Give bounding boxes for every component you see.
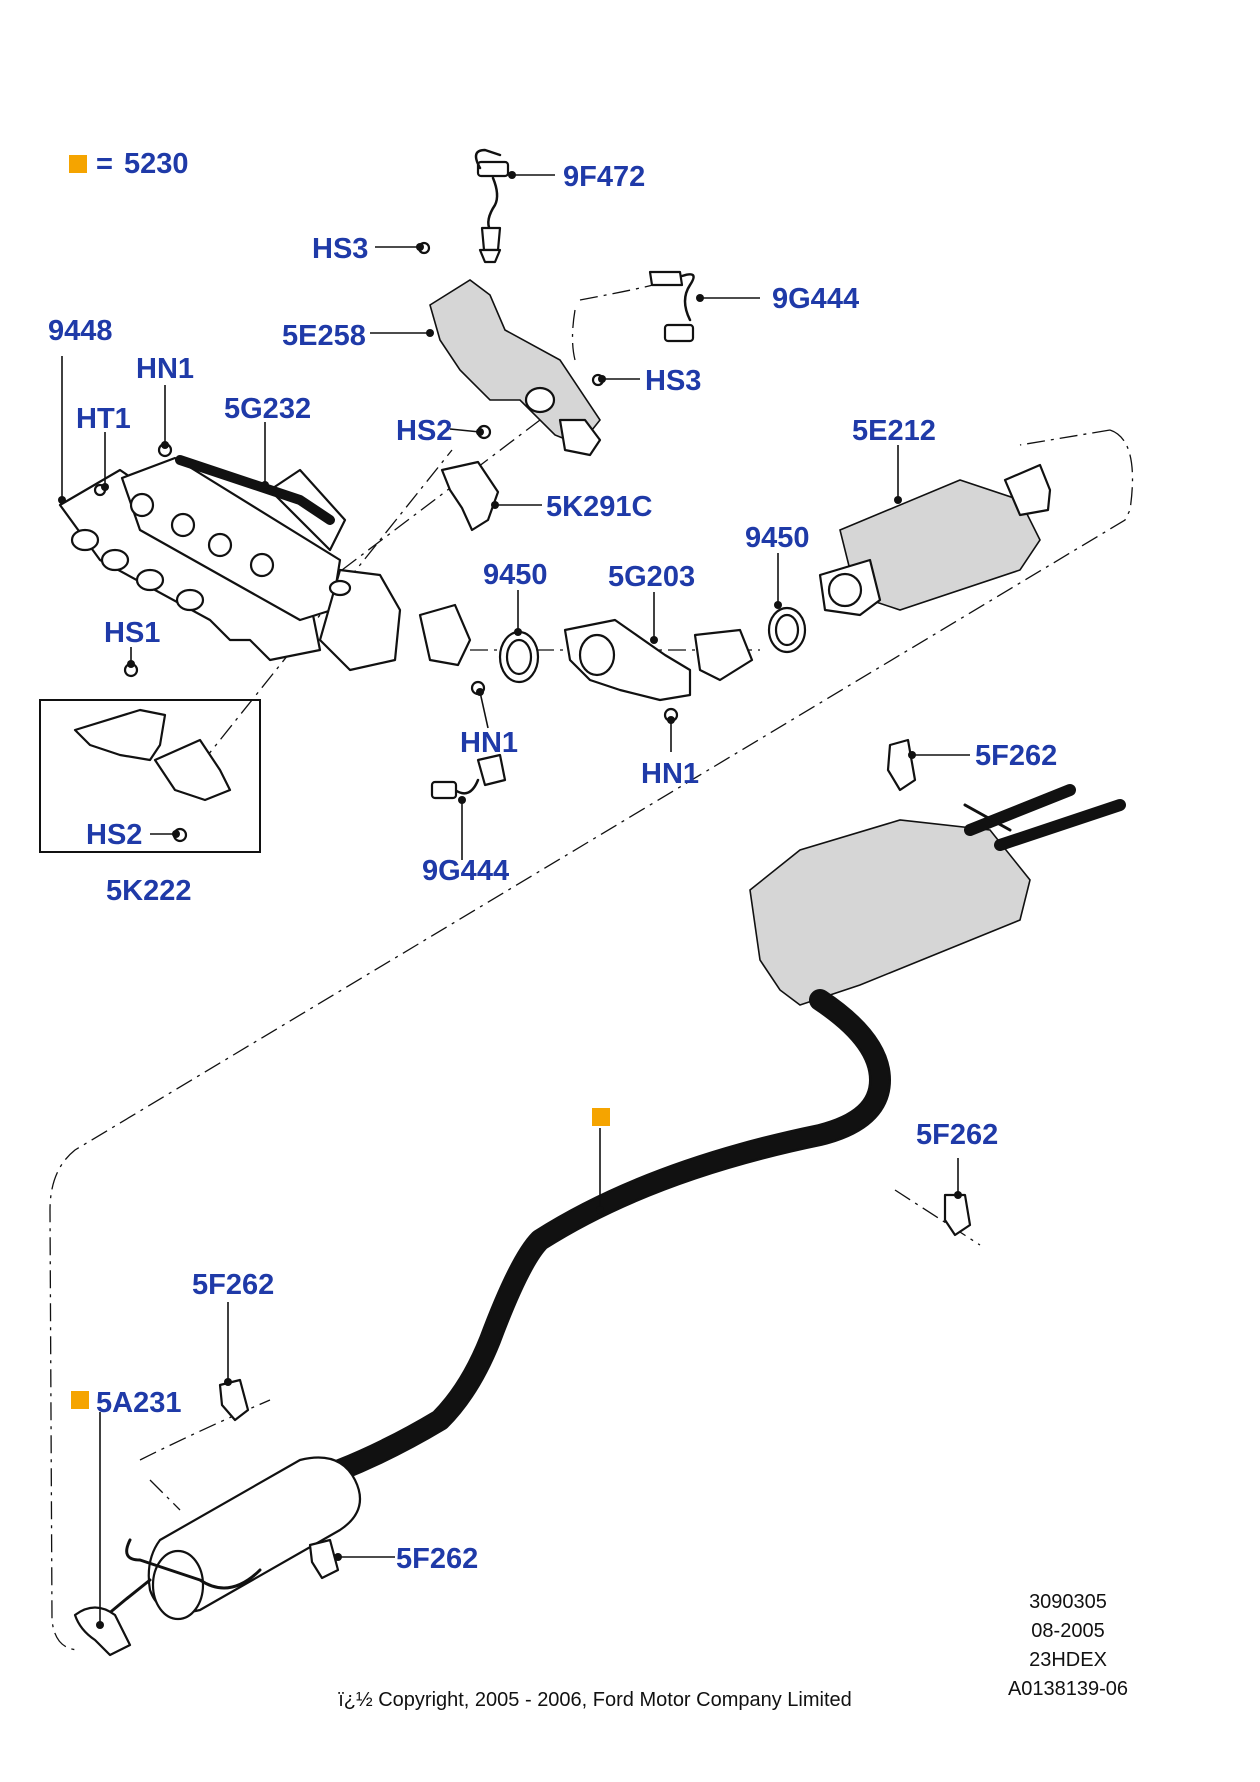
hanger-5F262-bottom	[308, 1538, 340, 1580]
heatshield-dash-link	[579, 279, 671, 301]
copyright-notice: ï¿½ Copyright, 2005 - 2006, Ford Motor C…	[338, 1689, 852, 1711]
oxygen-sensor-9F472	[474, 148, 510, 264]
front-pipe-5G203	[418, 603, 754, 702]
heat-shield-5E258	[429, 279, 602, 457]
marker-5230-pipe	[592, 1108, 610, 1126]
label-5F262-left: 5F262	[192, 1269, 274, 1301]
bracket-5K222	[73, 708, 232, 802]
legend-marker	[69, 155, 87, 173]
label-5E212: 5E212	[852, 415, 936, 447]
legend-equals: =	[96, 148, 113, 180]
oxygen-sensor-9G444-bottom	[430, 753, 507, 800]
label-5F262-bottom: 5F262	[396, 1543, 478, 1575]
label-9G444-top: 9G444	[772, 283, 859, 315]
exhaust-manifold	[58, 455, 402, 672]
label-9G444-bottom: 9G444	[422, 855, 509, 887]
intermediate-pipe	[329, 989, 891, 1481]
drawing-engine-code: 23HDEX	[1029, 1649, 1107, 1671]
assembly-outline-top	[1019, 429, 1111, 446]
label-5K291C: 5K291C	[546, 491, 652, 523]
label-9F472: 9F472	[563, 161, 645, 193]
drawing-code: 3090305	[1029, 1591, 1107, 1613]
muffler-outline-dash	[149, 1479, 181, 1511]
oxygen-sensor-9G444-top	[648, 270, 695, 343]
muffler-hanger-dash	[139, 1399, 271, 1461]
label-hn1-right: HN1	[641, 758, 699, 790]
drawing-reference: A0138139-06	[1008, 1678, 1128, 1700]
label-9450-left: 9450	[483, 559, 548, 591]
label-hs3-mid: HS3	[645, 365, 701, 397]
label-9448: 9448	[48, 315, 113, 347]
label-ht1: HT1	[76, 403, 131, 435]
hanger-5F262-left	[218, 1378, 250, 1422]
label-5K222: 5K222	[106, 875, 191, 907]
label-5E258: 5E258	[282, 320, 366, 352]
front-silencer	[93, 1456, 362, 1627]
clamp-5A231	[73, 1606, 132, 1657]
label-hs1: HS1	[104, 617, 160, 649]
heatshield-link	[341, 419, 541, 571]
label-hn1-top: HN1	[136, 353, 194, 385]
rear-hanger-dash	[894, 1189, 981, 1246]
gasket-9450-left	[498, 630, 540, 684]
leader-lines	[58, 171, 970, 1629]
label-5G232: 5G232	[224, 393, 311, 425]
assembly-outline	[49, 429, 1134, 1651]
sensor-dash-link	[571, 309, 576, 361]
label-9450-right: 9450	[745, 522, 810, 554]
gasket-9450-right	[767, 606, 807, 654]
catalytic-converter-5E212	[818, 463, 1052, 617]
label-hn1-mid: HN1	[460, 727, 518, 759]
label-hs2-top: HS2	[396, 415, 452, 447]
hanger-5F262-right	[943, 1193, 972, 1237]
legend-part-5230: 5230	[124, 148, 189, 180]
drawing-date: 08-2005	[1031, 1620, 1104, 1642]
label-5F262-right: 5F262	[916, 1119, 998, 1151]
label-5G203: 5G203	[608, 561, 695, 593]
label-hs3-top: HS3	[312, 233, 368, 265]
hanger-5F262-top	[886, 738, 917, 792]
label-5F262-top: 5F262	[975, 740, 1057, 772]
label-5A231: 5A231	[96, 1387, 181, 1419]
intermediate-pipe-inner	[331, 991, 889, 1479]
rear-silencer	[749, 784, 1126, 1006]
marker-5A231	[71, 1391, 89, 1409]
bracket-5K222-box	[39, 699, 261, 853]
label-hs2-box: HS2	[86, 819, 142, 851]
